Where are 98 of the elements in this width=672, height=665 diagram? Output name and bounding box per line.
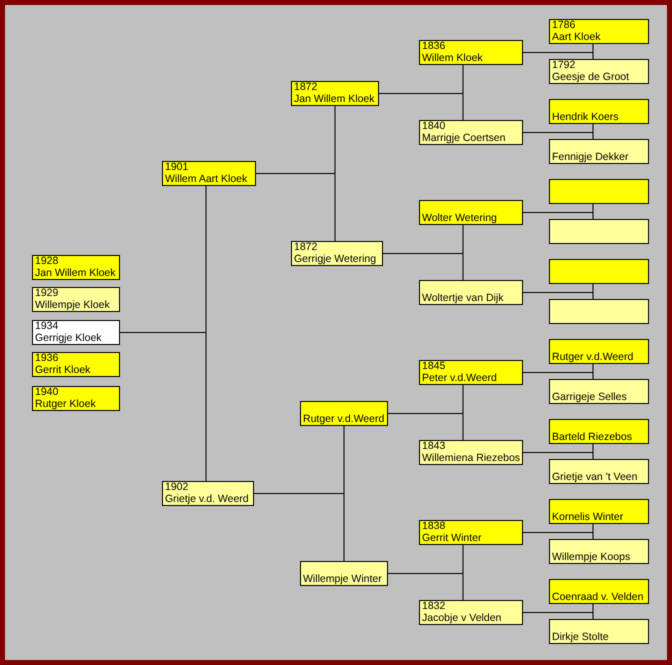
empty-person-box — [549, 259, 649, 284]
person-name: Willempje Kloek — [35, 299, 111, 311]
person-box — [549, 619, 649, 644]
person-name: Jan Willem Kloek — [35, 267, 117, 279]
person-box — [549, 379, 649, 404]
birth-year: 1928 — [35, 255, 60, 267]
person-name: Willem Kloek — [422, 52, 484, 64]
family-connector — [522, 132, 594, 140]
person-name: Grietje v.d. Weerd — [165, 493, 250, 505]
person-name: Kornelis Winter — [552, 511, 624, 523]
person-name: Geesje de Groot — [552, 71, 630, 83]
person-name: Rutger v.d.Weerd — [552, 351, 634, 363]
person-name: Jan Willem Kloek — [294, 93, 376, 105]
family-connector — [254, 493, 344, 562]
person-name: Grietje van 't Veen — [552, 471, 638, 483]
person-box — [32, 320, 120, 345]
person-box — [162, 481, 254, 506]
birth-year: 1836 — [422, 40, 446, 52]
person-box — [32, 352, 120, 377]
person-box — [32, 255, 120, 280]
person-box — [549, 419, 649, 444]
person-name: Willempje Koops — [552, 551, 632, 563]
person-box — [291, 81, 379, 106]
person-name: Wolter Wetering — [422, 212, 498, 224]
birth-year: 1934 — [35, 320, 60, 332]
person-name: Rutger v.d.Weerd — [303, 413, 385, 425]
person-box — [419, 440, 523, 465]
family-connector — [382, 253, 464, 280]
person-box — [162, 161, 256, 186]
person-name: Gerrit Kloek — [35, 364, 92, 376]
person-name: Peter v.d.Weerd — [422, 372, 498, 384]
birth-year: 1838 — [422, 520, 446, 532]
birth-year: 1872 — [294, 241, 318, 253]
person-name: Marrigje Coertsen — [422, 132, 506, 144]
person-name: Fennigje Dekker — [552, 151, 630, 163]
person-name: Coenraad v. Velden — [552, 591, 644, 603]
birth-year: 1840 — [422, 120, 446, 132]
person-box — [419, 360, 523, 385]
person-name: Willem Aart Kloek — [165, 173, 248, 185]
person-box — [549, 539, 649, 564]
person-name: Willemiena Riezebos — [422, 452, 520, 464]
person-box — [549, 19, 649, 44]
birth-year: 1902 — [165, 481, 190, 493]
birth-year: 1845 — [422, 360, 446, 372]
person-box — [419, 280, 523, 305]
family-connector — [522, 52, 594, 60]
family-connector — [522, 612, 594, 620]
family-connector — [378, 93, 464, 120]
person-box — [291, 241, 383, 266]
family-connector — [120, 332, 206, 482]
birth-year: 1872 — [294, 81, 318, 93]
family-connector — [388, 413, 464, 440]
birth-year: 1901 — [165, 161, 190, 173]
person-name: Hendrik Koers — [552, 111, 620, 123]
person-name: Woltertje van Dijk — [422, 292, 504, 304]
empty-person-box — [549, 299, 649, 324]
person-name: Garrigeje Selles — [552, 391, 628, 403]
person-box — [32, 287, 120, 312]
person-box — [419, 520, 523, 545]
person-box — [549, 139, 649, 164]
person-box — [549, 59, 649, 84]
person-box — [419, 120, 523, 145]
person-name: Gerrigje Wetering — [294, 253, 378, 265]
person-box — [419, 200, 523, 225]
person-box — [300, 561, 388, 586]
family-connector — [522, 212, 594, 220]
family-connector — [522, 452, 594, 460]
person-box — [549, 339, 649, 364]
family-connector — [388, 573, 464, 600]
empty-person-box — [549, 219, 649, 244]
person-name: Willempje Winter — [303, 573, 383, 585]
birth-year: 1936 — [35, 352, 60, 364]
birth-year: 1929 — [35, 287, 60, 299]
person-box — [549, 459, 649, 484]
person-name: Barteld Riezebos — [552, 431, 633, 443]
person-box — [419, 40, 523, 65]
person-box — [419, 600, 523, 625]
person-name: Rutger Kloek — [35, 398, 97, 410]
birth-year: 1832 — [422, 600, 446, 612]
birth-year: 1843 — [422, 440, 446, 452]
birth-year: 1792 — [552, 59, 576, 71]
birth-year: 1786 — [552, 19, 576, 31]
person-box — [32, 386, 120, 411]
person-box — [300, 401, 388, 426]
family-connector — [522, 292, 594, 300]
person-name: Aart Kloek — [552, 31, 602, 43]
person-box — [549, 579, 649, 604]
empty-person-box — [549, 179, 649, 204]
person-name: Gerrigje Kloek — [35, 332, 103, 344]
person-name: Dirkje Stolte — [552, 631, 610, 643]
family-connector — [256, 173, 336, 242]
person-name: Gerrit Winter — [422, 532, 483, 544]
family-connector — [522, 532, 594, 540]
person-box — [549, 99, 649, 124]
person-name: Jacobje v Velden — [422, 612, 502, 624]
birth-year: 1940 — [35, 386, 60, 398]
family-connector — [522, 372, 594, 380]
person-box — [549, 499, 649, 524]
